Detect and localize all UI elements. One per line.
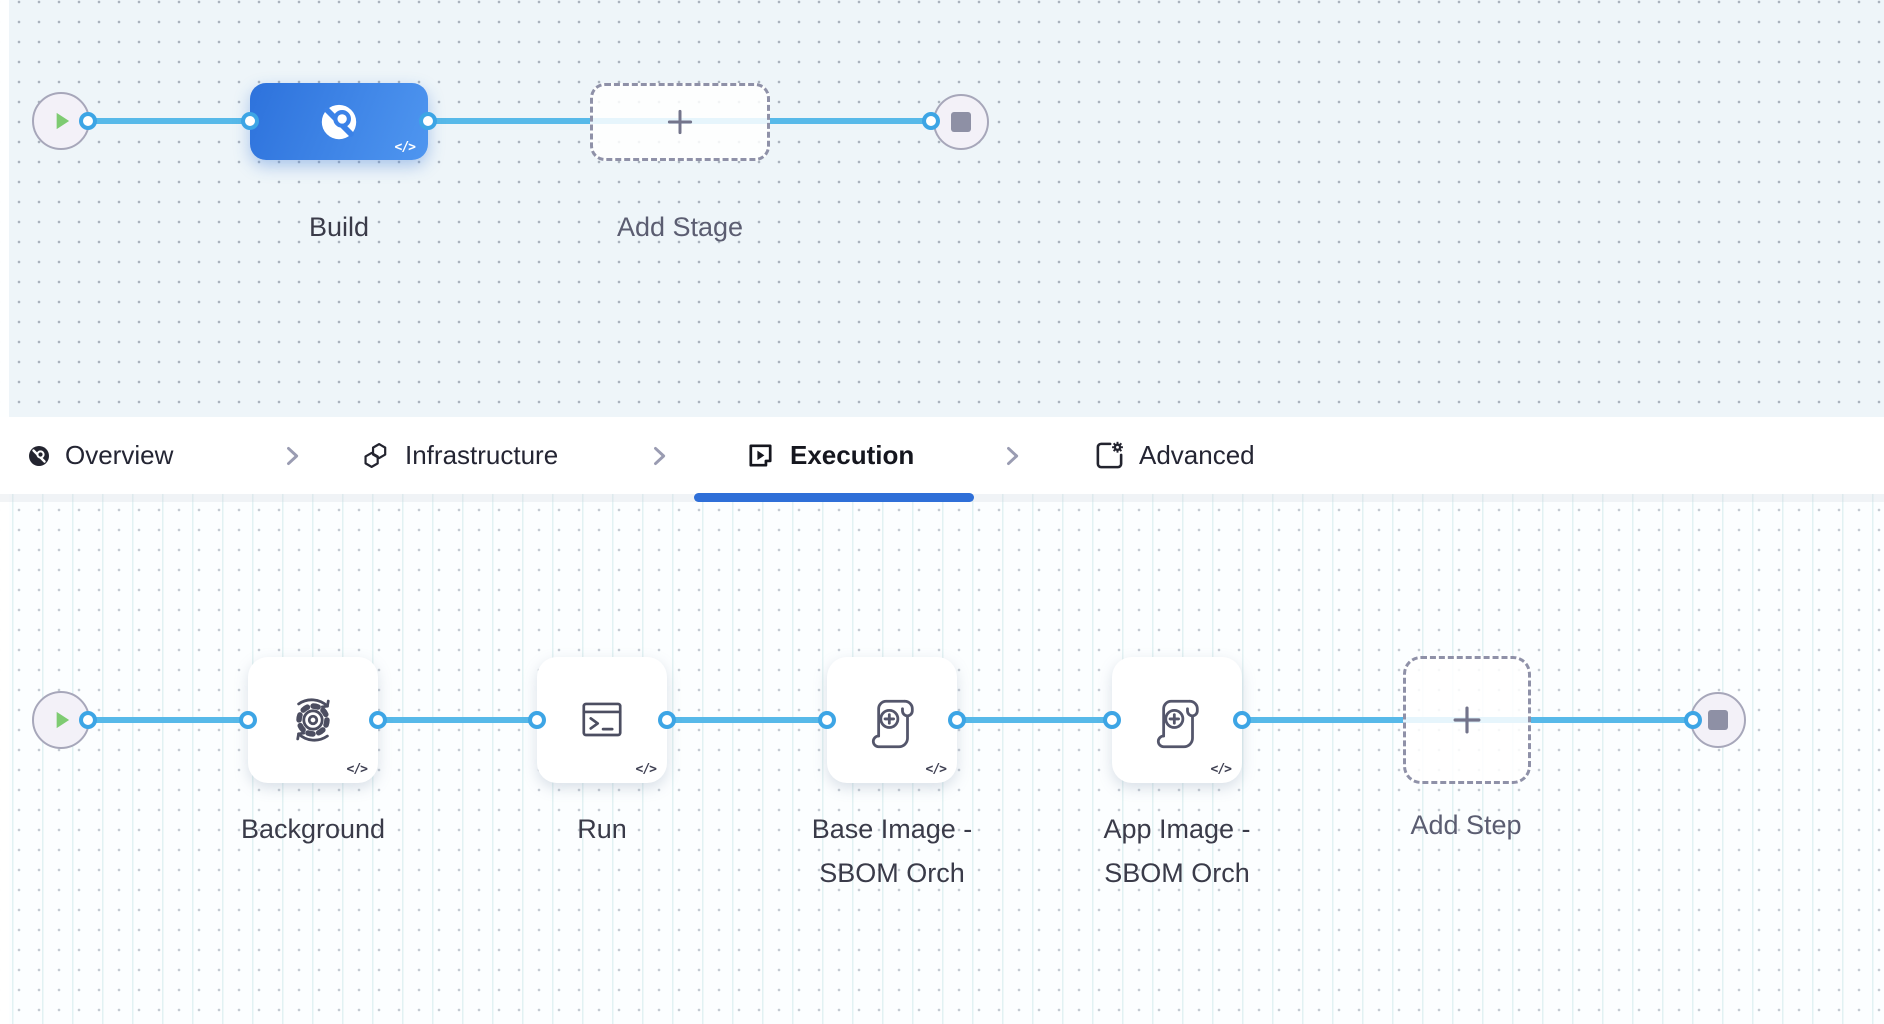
- tab-label: Execution: [790, 440, 915, 470]
- chevron-right-icon: [998, 417, 1026, 494]
- step-node-base-image-sbom-orch[interactable]: </>: [827, 657, 957, 783]
- tab-advanced[interactable]: Advanced: [1094, 417, 1255, 494]
- stage-connector-line: [61, 118, 960, 124]
- tab-execution[interactable]: Execution: [745, 417, 914, 494]
- connection-port: [79, 112, 97, 130]
- active-tab-underline: [694, 493, 974, 502]
- plus-icon: [1453, 706, 1481, 734]
- yaml-toggle[interactable]: </>: [925, 762, 948, 777]
- step-node-run[interactable]: </>: [537, 657, 667, 783]
- connection-port: [79, 711, 97, 729]
- add-stage-label: Add Stage: [616, 212, 744, 242]
- connection-port: [419, 112, 437, 130]
- scroll-plus-icon: [1156, 699, 1199, 749]
- connection-port: [1684, 711, 1702, 729]
- sync-gear-icon: [296, 698, 330, 742]
- yaml-toggle[interactable]: </>: [635, 762, 658, 777]
- chevron-right-icon: [278, 417, 306, 494]
- connection-port: [528, 711, 546, 729]
- ci-overview-icon: [29, 445, 49, 466]
- pipeline-end-node: [933, 94, 989, 150]
- connection-port: [241, 112, 259, 130]
- connection-port: [369, 711, 387, 729]
- stage-node-build[interactable]: </>: [250, 83, 428, 160]
- stage-label-build: Build: [308, 212, 370, 242]
- plus-icon: [667, 109, 693, 135]
- chevron-right-icon: [645, 417, 673, 494]
- yaml-toggle[interactable]: </>: [346, 762, 369, 777]
- tab-label: Overview: [65, 440, 174, 470]
- tab-label: Advanced: [1139, 440, 1255, 470]
- step-node-app-image-sbom-orch[interactable]: </>: [1112, 657, 1242, 783]
- connection-port: [948, 711, 966, 729]
- yaml-toggle[interactable]: </>: [1210, 762, 1233, 777]
- connection-port: [1103, 711, 1121, 729]
- play-icon: [56, 112, 70, 130]
- step-node-background[interactable]: </>: [248, 657, 378, 783]
- step-label-base-image: Base Image - SBOM Orch: [811, 814, 973, 888]
- play-square-icon: [749, 444, 772, 467]
- connection-port: [658, 711, 676, 729]
- connection-port: [239, 711, 257, 729]
- add-step-label: Add Step: [1410, 810, 1522, 840]
- ci-build-icon: [321, 104, 357, 139]
- play-icon: [56, 711, 70, 729]
- stop-icon: [951, 112, 971, 132]
- yaml-toggle[interactable]: </>: [394, 140, 417, 155]
- tab-label: Infrastructure: [405, 440, 559, 470]
- hexagons-icon: [364, 443, 387, 468]
- tab-overview[interactable]: Overview: [27, 417, 173, 494]
- stage-detail-tab-bar: Overview Infrastructure: [0, 417, 1884, 502]
- scroll-plus-icon: [871, 699, 914, 749]
- add-step-node[interactable]: [1403, 656, 1531, 784]
- step-label-background: Background: [240, 814, 386, 844]
- connection-port: [818, 711, 836, 729]
- square-gear-icon: [1096, 441, 1123, 469]
- execution-steps-canvas[interactable]: </> </>: [0, 494, 1884, 1024]
- stop-icon: [1708, 710, 1728, 730]
- connection-port: [1233, 711, 1251, 729]
- stage-pipeline-canvas[interactable]: </> Build Add Stage: [0, 0, 1884, 417]
- step-label-app-image: App Image - SBOM Orch: [1103, 814, 1251, 888]
- tab-infrastructure[interactable]: Infrastructure: [360, 417, 558, 494]
- add-stage-node[interactable]: [590, 83, 770, 161]
- step-label-run: Run: [577, 814, 627, 844]
- connection-port: [922, 112, 940, 130]
- terminal-icon: [582, 702, 622, 737]
